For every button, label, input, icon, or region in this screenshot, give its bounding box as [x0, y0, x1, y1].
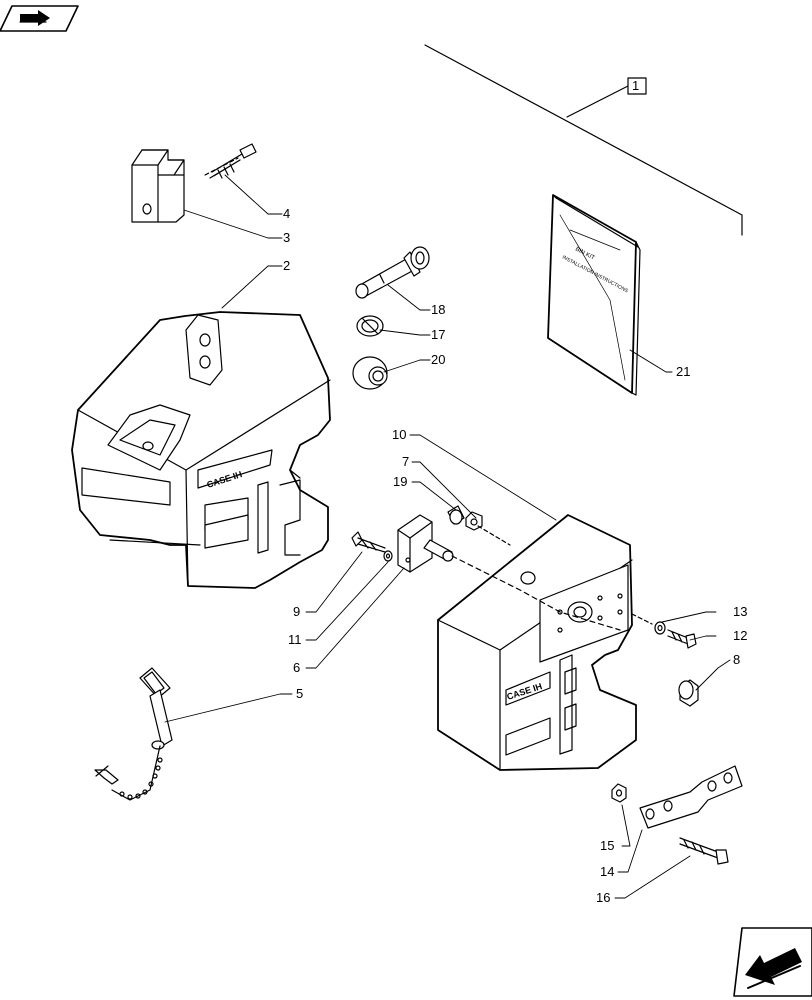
callout-10: 10	[392, 427, 406, 442]
bolt-part-16	[679, 837, 729, 865]
front-weight-part-2	[71, 311, 331, 589]
kit-reference-line	[424, 44, 743, 236]
callout-7: 7	[402, 454, 409, 469]
callout-17: 17	[431, 327, 445, 342]
bolt-part-9	[351, 531, 386, 553]
pin-bracket-part-6	[397, 514, 621, 631]
callout-20: 20	[431, 352, 445, 367]
spacer-part-19	[447, 505, 465, 525]
callout-13: 13	[733, 604, 747, 619]
callout-16: 16	[596, 890, 610, 905]
washer-part-11	[383, 550, 393, 562]
callout-12: 12	[733, 628, 747, 643]
arrow-right-icon	[19, 10, 50, 26]
arrow-down-left-icon	[745, 948, 802, 989]
hitch-pin-part-5	[94, 667, 173, 801]
callout-19: 19	[393, 474, 407, 489]
installation-manual: BIN KIT INSTALLATION INSTRUCTIONS	[547, 194, 641, 396]
leader-lines	[164, 174, 731, 899]
washer-part-13	[631, 613, 666, 635]
callout-11: 11	[288, 632, 302, 647]
bolt-part-4	[204, 143, 257, 179]
weight-part-10	[437, 514, 637, 771]
callout-8: 8	[733, 652, 740, 667]
previous-page-button[interactable]	[0, 5, 79, 32]
pin-part-18	[355, 246, 430, 299]
bolt-part-12	[667, 629, 697, 649]
kit-reference-label: 1	[632, 78, 639, 93]
bracket-block	[131, 149, 185, 223]
callout-21: 21	[676, 364, 690, 379]
callout-6: 6	[293, 660, 300, 675]
nut-part-7	[465, 511, 511, 546]
kit-reference-box	[627, 77, 647, 95]
callout-18: 18	[431, 302, 445, 317]
callout-4: 4	[283, 206, 290, 221]
nut-part-15	[611, 783, 627, 803]
callout-9: 9	[293, 604, 300, 619]
callout-3: 3	[283, 230, 290, 245]
callout-labels: 1 4 3 2 18 17 20 21 10 7 19 9 11 6 5 13 …	[283, 78, 747, 905]
callout-14: 14	[600, 864, 614, 879]
callout-15: 15	[600, 838, 614, 853]
strap-plate-part-14	[639, 765, 743, 829]
bushing-part-20	[352, 356, 388, 390]
clip-part-17	[356, 315, 384, 337]
callout-5: 5	[296, 686, 303, 701]
next-page-button[interactable]	[733, 927, 812, 997]
bushing-part-8	[678, 679, 699, 707]
callout-2: 2	[283, 258, 290, 273]
